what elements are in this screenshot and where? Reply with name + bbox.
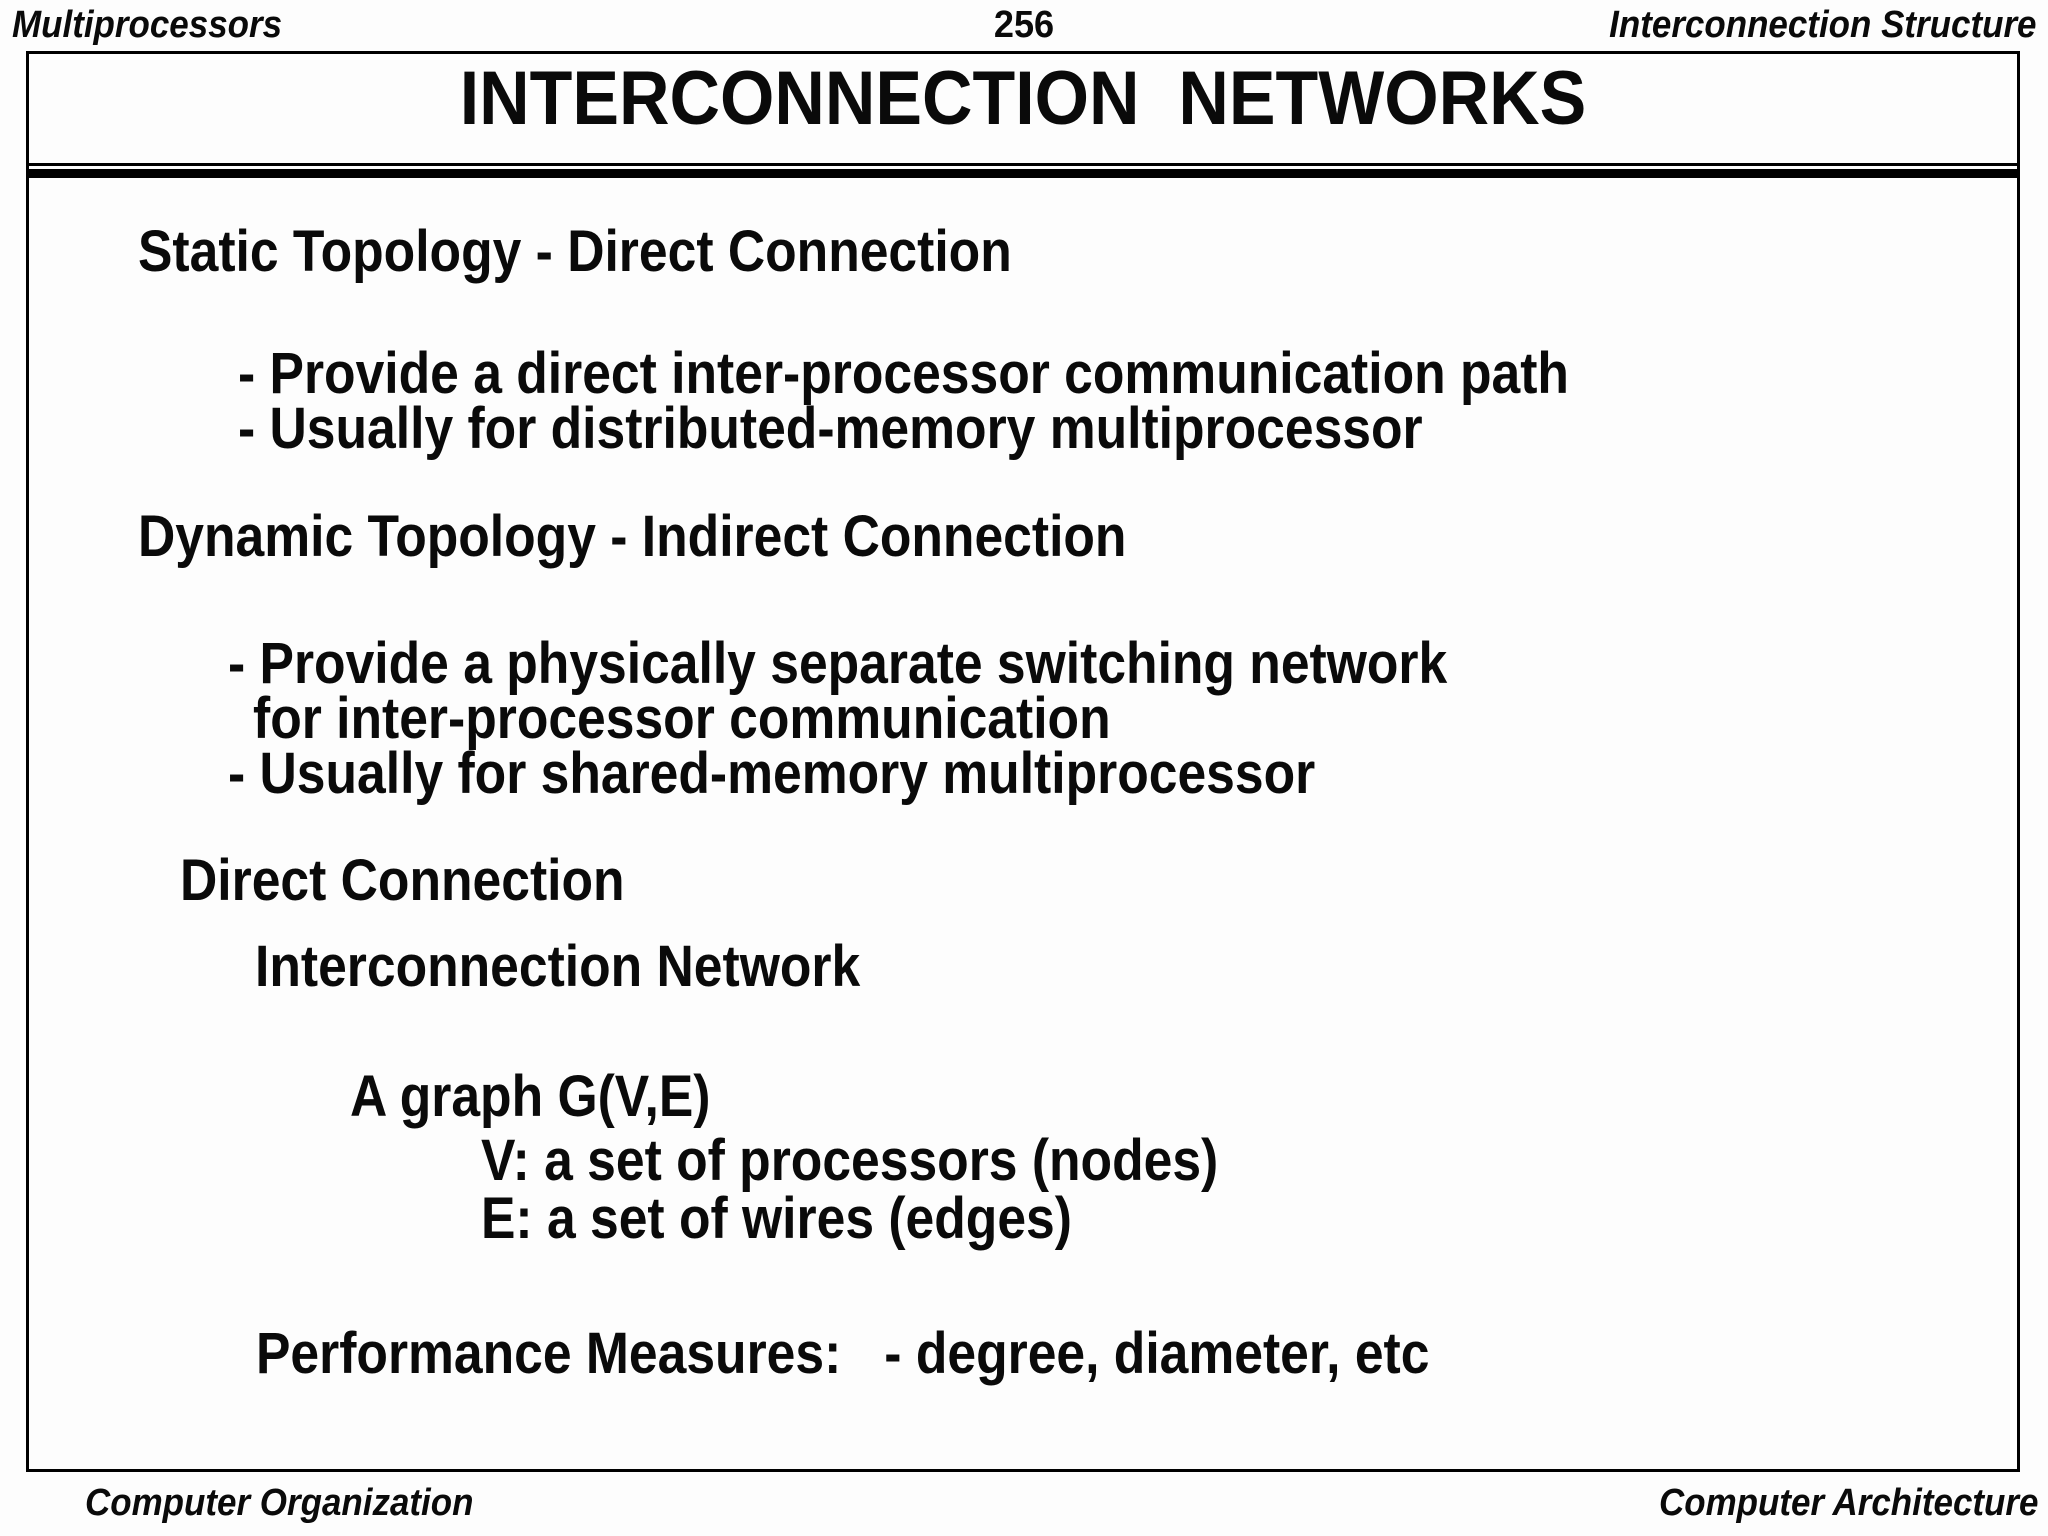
page-footer: Computer Organization Computer Architect…	[0, 1484, 2038, 1528]
footer-course-name: Computer Organization	[85, 1482, 474, 1524]
text-graph-definition: A graph G(V,E)	[350, 1064, 711, 1129]
header-section-name: Interconnection Structure	[1608, 4, 2036, 46]
bullet-switching-network-cont: for inter-processor communication	[253, 686, 1111, 751]
divider-thick-line	[28, 169, 2018, 178]
header-course-topic: Multiprocessors	[12, 4, 283, 46]
text-performance-measures: Performance Measures: - degree, diameter…	[256, 1321, 1430, 1386]
footer-subject-name: Computer Architecture	[1658, 1482, 2038, 1524]
subheading-interconnection-network: Interconnection Network	[255, 934, 861, 999]
text-vertices-definition: V: a set of processors (nodes)	[481, 1128, 1219, 1193]
header-page-number: 256	[993, 4, 1055, 46]
slide-content-box: INTERCONNECTION NETWORKS Static Topology…	[26, 51, 2020, 1472]
heading-static-topology: Static Topology - Direct Connection	[138, 219, 1012, 284]
text-edges-definition: E: a set of wires (edges)	[481, 1186, 1072, 1251]
heading-dynamic-topology: Dynamic Topology - Indirect Connection	[138, 504, 1127, 569]
subheading-direct-connection: Direct Connection	[180, 848, 625, 913]
slide-title: INTERCONNECTION NETWORKS	[459, 56, 1587, 141]
bullet-direct-path: - Provide a direct inter-processor commu…	[238, 341, 1569, 406]
bullet-distributed-memory: - Usually for distributed-memory multipr…	[238, 396, 1423, 461]
bullet-switching-network: - Provide a physically separate switchin…	[228, 631, 1448, 696]
page-header: Multiprocessors 256 Interconnection Stru…	[12, 6, 2036, 48]
bullet-shared-memory: - Usually for shared-memory multiprocess…	[228, 741, 1316, 806]
divider-thin-line	[28, 163, 2018, 166]
title-divider	[28, 163, 2018, 178]
